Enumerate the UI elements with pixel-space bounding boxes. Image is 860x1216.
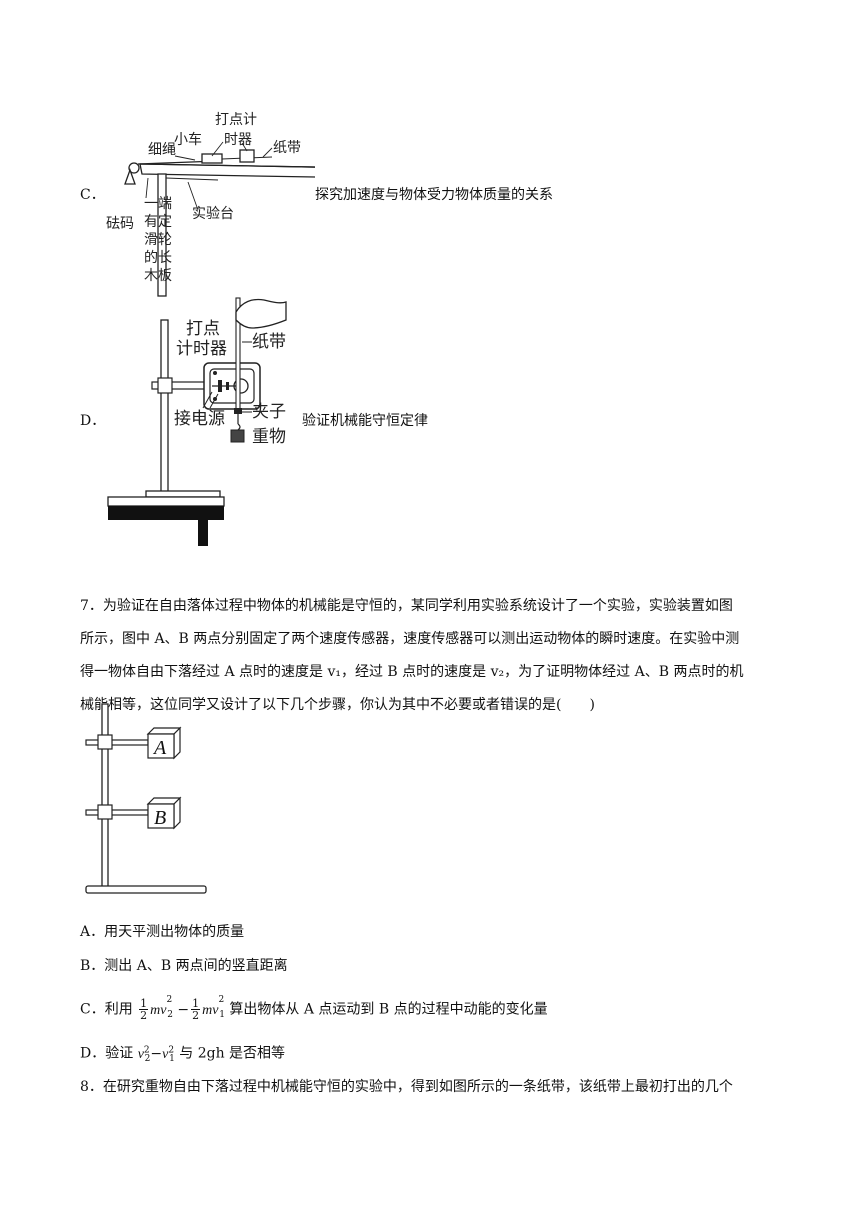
question-7: 7．为验证在自由落体过程中物体的机械能是守恒的，某同学利用实验系统设计了一个实验…: [80, 590, 795, 722]
clip-icon: [234, 408, 242, 414]
board-label-3: 滑轮: [144, 231, 172, 248]
board-label-4: 的长: [144, 250, 172, 266]
stem-line-4: 械能相等，这位同学又设计了以下几个步骤，你认为其中不必要或者错误的是( ): [80, 697, 595, 713]
power-label: 接电源: [174, 409, 225, 429]
timer-label-2: 时器: [224, 132, 252, 148]
option-d-formula: v22−v21: [137, 1045, 175, 1065]
weight-icon: [124, 168, 136, 185]
board-label-1: 一端: [144, 196, 172, 212]
option-c-suffix: 算出物体从 A 点运动到 B 点的过程中动能的变化量: [229, 1001, 548, 1018]
sensor-a-box: A: [146, 726, 182, 760]
arm-a: [85, 739, 149, 746]
board-label-5: 木板: [144, 268, 172, 284]
option-a: A．用天平测出物体的质量: [80, 924, 245, 940]
timer-icon: [239, 149, 255, 163]
base-and-table: [107, 490, 225, 546]
cart-apparatus-figure: 打点计 时器 小车 细绳 纸带 砝码 实验台 一端 有定 滑轮 的长 木板: [106, 111, 315, 297]
option-d-prefix: D．验证: [80, 1045, 134, 1062]
stand-base: [85, 885, 207, 894]
arm-b: [85, 809, 149, 816]
pulley-icon: [128, 162, 140, 174]
option-d: D．验证 v22−v21 与 2gh 是否相等: [80, 1040, 285, 1069]
option-d-description: 验证机械能守恒定律: [302, 413, 428, 429]
timer-label-1: 打点: [186, 319, 220, 339]
clip-label: 夹子: [252, 402, 286, 422]
clamp-arm: [151, 377, 213, 394]
option-d-mid: 与 2gh 是否相等: [179, 1045, 286, 1062]
question-8-stem: 8．在研究重物自由下落过程中机械能守恒的实验中，得到如图所示的一条纸带，该纸带上…: [80, 1079, 733, 1095]
cart-label: 小车: [174, 131, 202, 148]
stand-rod: [160, 319, 169, 495]
weight-label: 砝码: [106, 216, 134, 232]
timer-label-1: 打点计: [215, 111, 257, 128]
stem-line-1: 7．为验证在自由落体过程中物体的机械能是守恒的，某同学利用实验系统设计了一个实验…: [80, 598, 733, 614]
option-d-letter: D．: [80, 413, 106, 429]
weight-label: 重物: [252, 427, 286, 447]
rope-label: 细绳: [148, 142, 176, 158]
option-c-prefix: C．利用: [80, 1001, 133, 1018]
sensor-b-label: B: [154, 807, 166, 829]
option-b: B．测出 A、B 两点间的竖直距离: [80, 958, 288, 974]
question-7-stem: 7．为验证在自由落体过程中物体的机械能是守恒的，某同学利用实验系统设计了一个实验…: [80, 590, 795, 722]
option-c-letter: C．: [80, 187, 105, 203]
board-label-2: 有定: [144, 214, 172, 230]
stand-rod: [101, 703, 109, 891]
tape-label: 纸带: [273, 140, 301, 156]
free-fall-apparatus-figure: 打点 计时器 纸带 夹子 接电源 重物: [107, 297, 287, 546]
table-label: 实验台: [192, 206, 234, 222]
option-c-description: 探究加速度与物体受力物体质量的关系: [315, 187, 553, 203]
sensor-stand-figure: A B: [85, 703, 207, 894]
hand-icon: [235, 298, 287, 329]
weight-block-icon: [230, 429, 245, 443]
tape-label: 纸带: [252, 332, 286, 352]
long-board: [139, 163, 315, 178]
table-support: [157, 173, 219, 297]
sensor-a-label: A: [152, 737, 167, 759]
stem-line-2: 所示，图中 A、B 两点分别固定了两个速度传感器，速度传感器可以测出运动物体的瞬…: [80, 631, 740, 647]
sensor-b-box: B: [146, 796, 182, 830]
timer-label-2: 计时器: [176, 339, 227, 359]
stem-line-3: 得一物体自由下落经过 A 点时的速度是 v₁，经过 B 点时的速度是 v₂，为了…: [80, 664, 744, 680]
